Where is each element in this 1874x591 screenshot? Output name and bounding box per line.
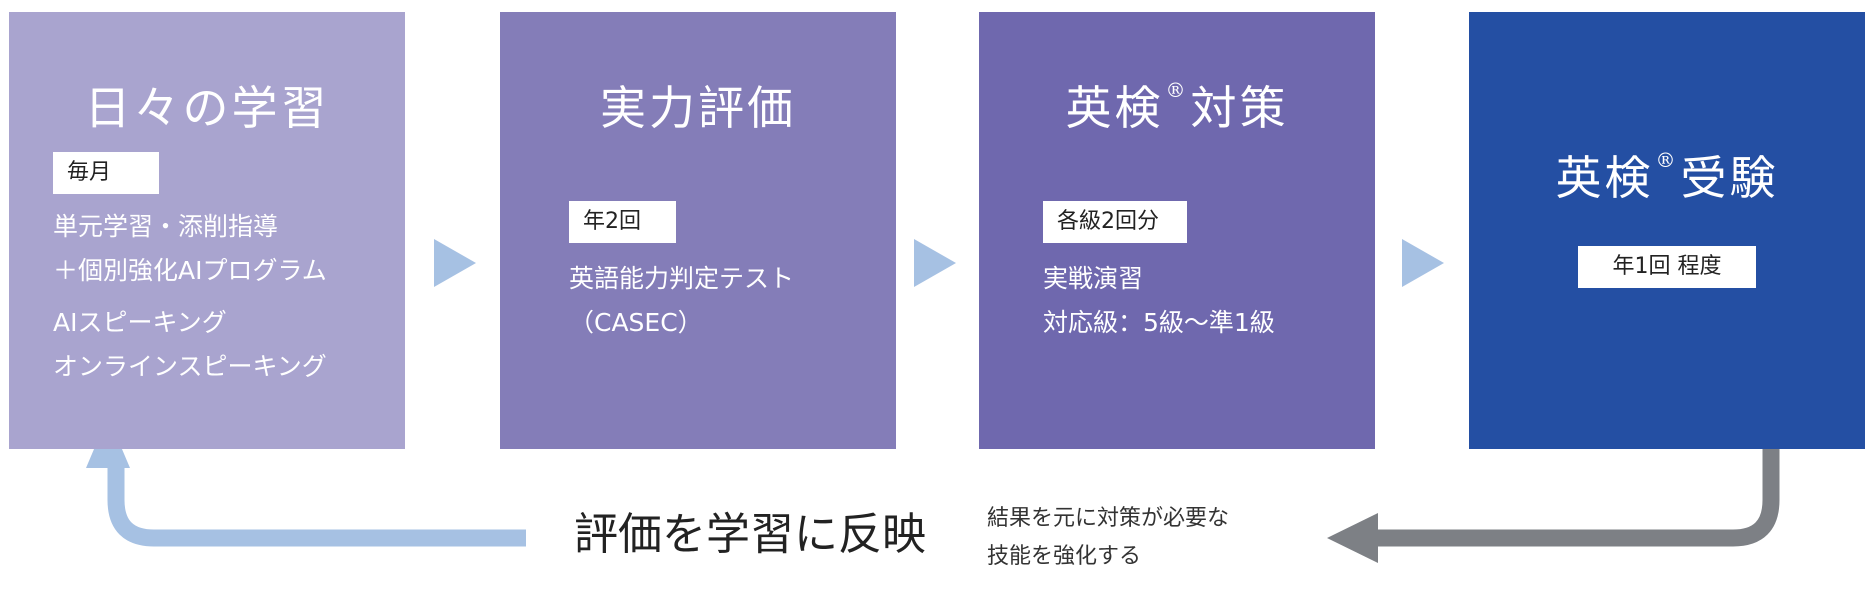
line: ＋個別強化AIプログラム [53,256,327,285]
arrow-right-icon [1402,239,1444,287]
step-daily-learning: 日々の学習 毎月 単元学習・添削指導 ＋個別強化AIプログラム AIスピーキング… [9,12,405,449]
step-description: 英語能力判定テスト （CASEC） [569,257,794,345]
line: （CASEC） [569,308,703,337]
step-description: 単元学習・添削指導 ＋個別強化AIプログラム AIスピーキング オンラインスピー… [53,205,327,389]
title-main: 英検 [1555,151,1654,205]
title-rest: 対策 [1190,81,1289,135]
step-title: 日々の学習 [84,81,330,135]
step-title: 英検®受験 [1469,142,1865,208]
title-rest: 受験 [1680,151,1779,205]
note-line: 結果を元に対策が必要な [987,506,1230,531]
arrow-right-icon [434,239,476,287]
step-eiken-exam: 英検®受験 年1回 程度 [1469,12,1865,449]
arrow-right-icon [914,239,956,287]
line: 単元学習・添削指導 [53,212,279,241]
line: 英語能力判定テスト [569,264,795,293]
feedback-arrow-gray [1376,449,1780,547]
step-title: 実力評価 [600,81,796,135]
arrow-left-head [1327,513,1378,563]
line: 対応級：5級〜準1級 [1043,308,1275,337]
title-main: 英検 [1065,81,1164,135]
step-description: 実戦演習 対応級：5級〜準1級 [1043,257,1275,345]
feedback-arrow-blue [107,462,526,547]
line: AIスピーキング [53,308,227,337]
step-assessment: 実力評価 年2回 英語能力判定テスト （CASEC） [500,12,896,449]
feedback-label: 評価を学習に反映 [574,509,926,560]
frequency-tag: 年1回 程度 [1578,246,1756,288]
frequency-tag: 年2回 [569,201,676,243]
frequency-tag: 各級2回分 [1043,201,1187,243]
feedback-note: 結果を元に対策が必要な 技能を強化する [987,500,1229,576]
step-title: 英検®対策 [979,72,1375,138]
registered-mark: ® [1165,78,1189,102]
registered-mark: ® [1655,148,1679,172]
note-line: 技能を強化する [987,544,1142,569]
frequency-tag: 毎月 [53,152,159,194]
step-eiken-prep: 英検®対策 各級2回分 実戦演習 対応級：5級〜準1級 [979,12,1375,449]
line: オンラインスピーキング [53,352,327,381]
line: 実戦演習 [1043,264,1144,293]
